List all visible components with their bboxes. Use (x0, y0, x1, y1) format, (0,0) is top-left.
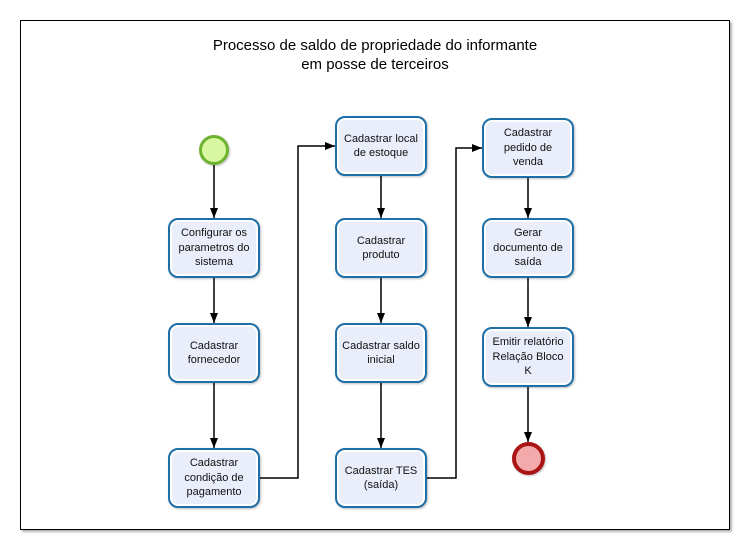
task-cadastrar-fornecedor[interactable]: Cadastrar fornecedor (168, 323, 260, 383)
task-label: Cadastrar produto (356, 234, 406, 262)
task-cadastrar-tes-saida[interactable]: Cadastrar TES (saída) (335, 448, 427, 508)
title-line-1: Processo de saldo de propriedade do info… (212, 37, 538, 54)
task-configurar-parametros[interactable]: Configurar os parametros do sistema (168, 218, 260, 278)
end-event[interactable] (512, 442, 545, 475)
diagram-title: Processo de saldo de propriedade do info… (0, 36, 750, 74)
task-emitir-relatorio-bloco-k[interactable]: Emitir relatório Relação Bloco K (482, 327, 574, 387)
task-label: Cadastrar fornecedor (187, 339, 241, 367)
task-cadastrar-produto[interactable]: Cadastrar produto (335, 218, 427, 278)
task-cadastrar-pedido-venda[interactable]: Cadastrar pedido de venda (482, 118, 574, 178)
task-cadastrar-condicao-pagamento[interactable]: Cadastrar condição de pagamento (168, 448, 260, 508)
task-label: Cadastrar TES (saída) (344, 464, 418, 492)
task-gerar-documento-saida[interactable]: Gerar documento de saída (482, 218, 574, 278)
task-label: Configurar os parametros do sistema (178, 227, 250, 269)
task-label: Cadastrar pedido de venda (503, 127, 553, 169)
task-label: Cadastrar local de estoque (344, 132, 418, 160)
start-event[interactable] (199, 135, 229, 165)
task-label: Gerar documento de saída (493, 227, 563, 269)
title-line-2: em posse de terceiros (301, 56, 449, 73)
task-label: Cadastrar condição de pagamento (184, 457, 244, 499)
connector-condicao-to-local-estoque (260, 142, 335, 479)
task-cadastrar-saldo-inicial[interactable]: Cadastrar saldo inicial (335, 323, 427, 383)
task-label: Cadastrar saldo inicial (342, 339, 420, 367)
connector-tes-to-pedido-venda (427, 144, 482, 479)
task-cadastrar-local-estoque[interactable]: Cadastrar local de estoque (335, 116, 427, 176)
task-label: Emitir relatório Relação Bloco K (492, 336, 564, 378)
